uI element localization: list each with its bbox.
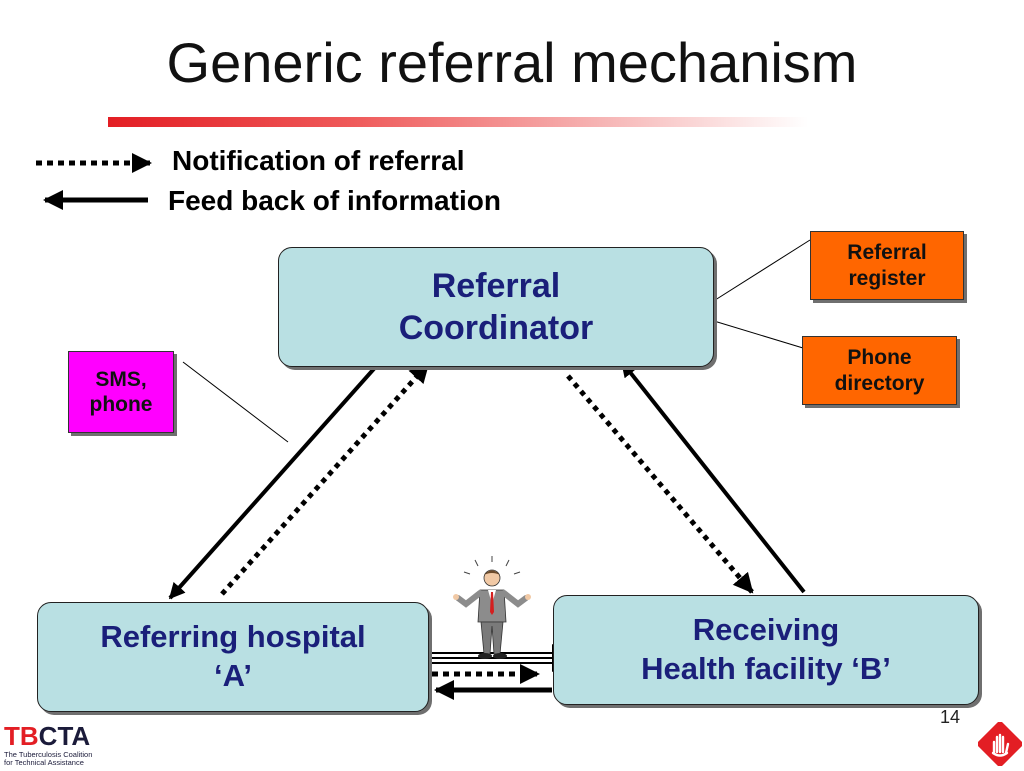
page-title: Generic referral mechanism (166, 31, 858, 94)
notification-arrow-to-b (566, 374, 754, 594)
referral-register-tag: Referral register (810, 231, 964, 300)
referral-coordinator-box: Referral Coordinator (278, 247, 714, 367)
sms-callout-line (182, 361, 289, 443)
referring-line1: Referring hospital (100, 619, 366, 655)
phone-directory-callout-line (713, 320, 804, 349)
tbcta-logo: TBCTA The Tuberculosis Coalition for Tec… (4, 721, 114, 767)
receiving-facility-box: Receiving Health facility ‘B’ (553, 595, 979, 705)
coordinator-line2: Coordinator (398, 309, 594, 347)
sms-line2: phone (89, 393, 153, 416)
coordinator-line1: Referral (431, 266, 561, 305)
referring-hospital-box: Referring hospital ‘A’ (37, 602, 429, 712)
phone-directory-line2: directory (834, 371, 925, 395)
feedback-arrow-to-a (168, 360, 382, 600)
title-underline (108, 117, 808, 127)
page-number: 14 (940, 707, 961, 727)
logo-line2: for Technical Assistance (4, 758, 84, 767)
patient-figure (453, 556, 531, 659)
receiving-line1: Receiving (692, 612, 840, 648)
legend-notification-label: Notification of referral (172, 145, 465, 176)
phone-directory-tag: Phone directory (802, 336, 957, 405)
register-line1: Referral (847, 241, 927, 265)
hand-icon (977, 721, 1023, 767)
logo-cta: CTA (38, 721, 91, 751)
referring-line2: ‘A’ (214, 658, 252, 693)
register-line2: register (848, 266, 926, 290)
logo-tb: TB (4, 721, 39, 751)
feedback-arrow-from-b (620, 360, 806, 594)
register-callout-line (711, 239, 811, 303)
notification-arrow-from-a (220, 362, 430, 596)
logo-line1: The Tuberculosis Coalition (4, 750, 93, 759)
receiving-line2: Health facility ‘B’ (641, 651, 891, 686)
sms-line1: SMS, (95, 367, 147, 391)
sms-phone-tag: SMS, phone (68, 351, 174, 433)
phone-directory-line1: Phone (847, 346, 912, 370)
legend-feedback-label: Feed back of information (168, 185, 501, 216)
